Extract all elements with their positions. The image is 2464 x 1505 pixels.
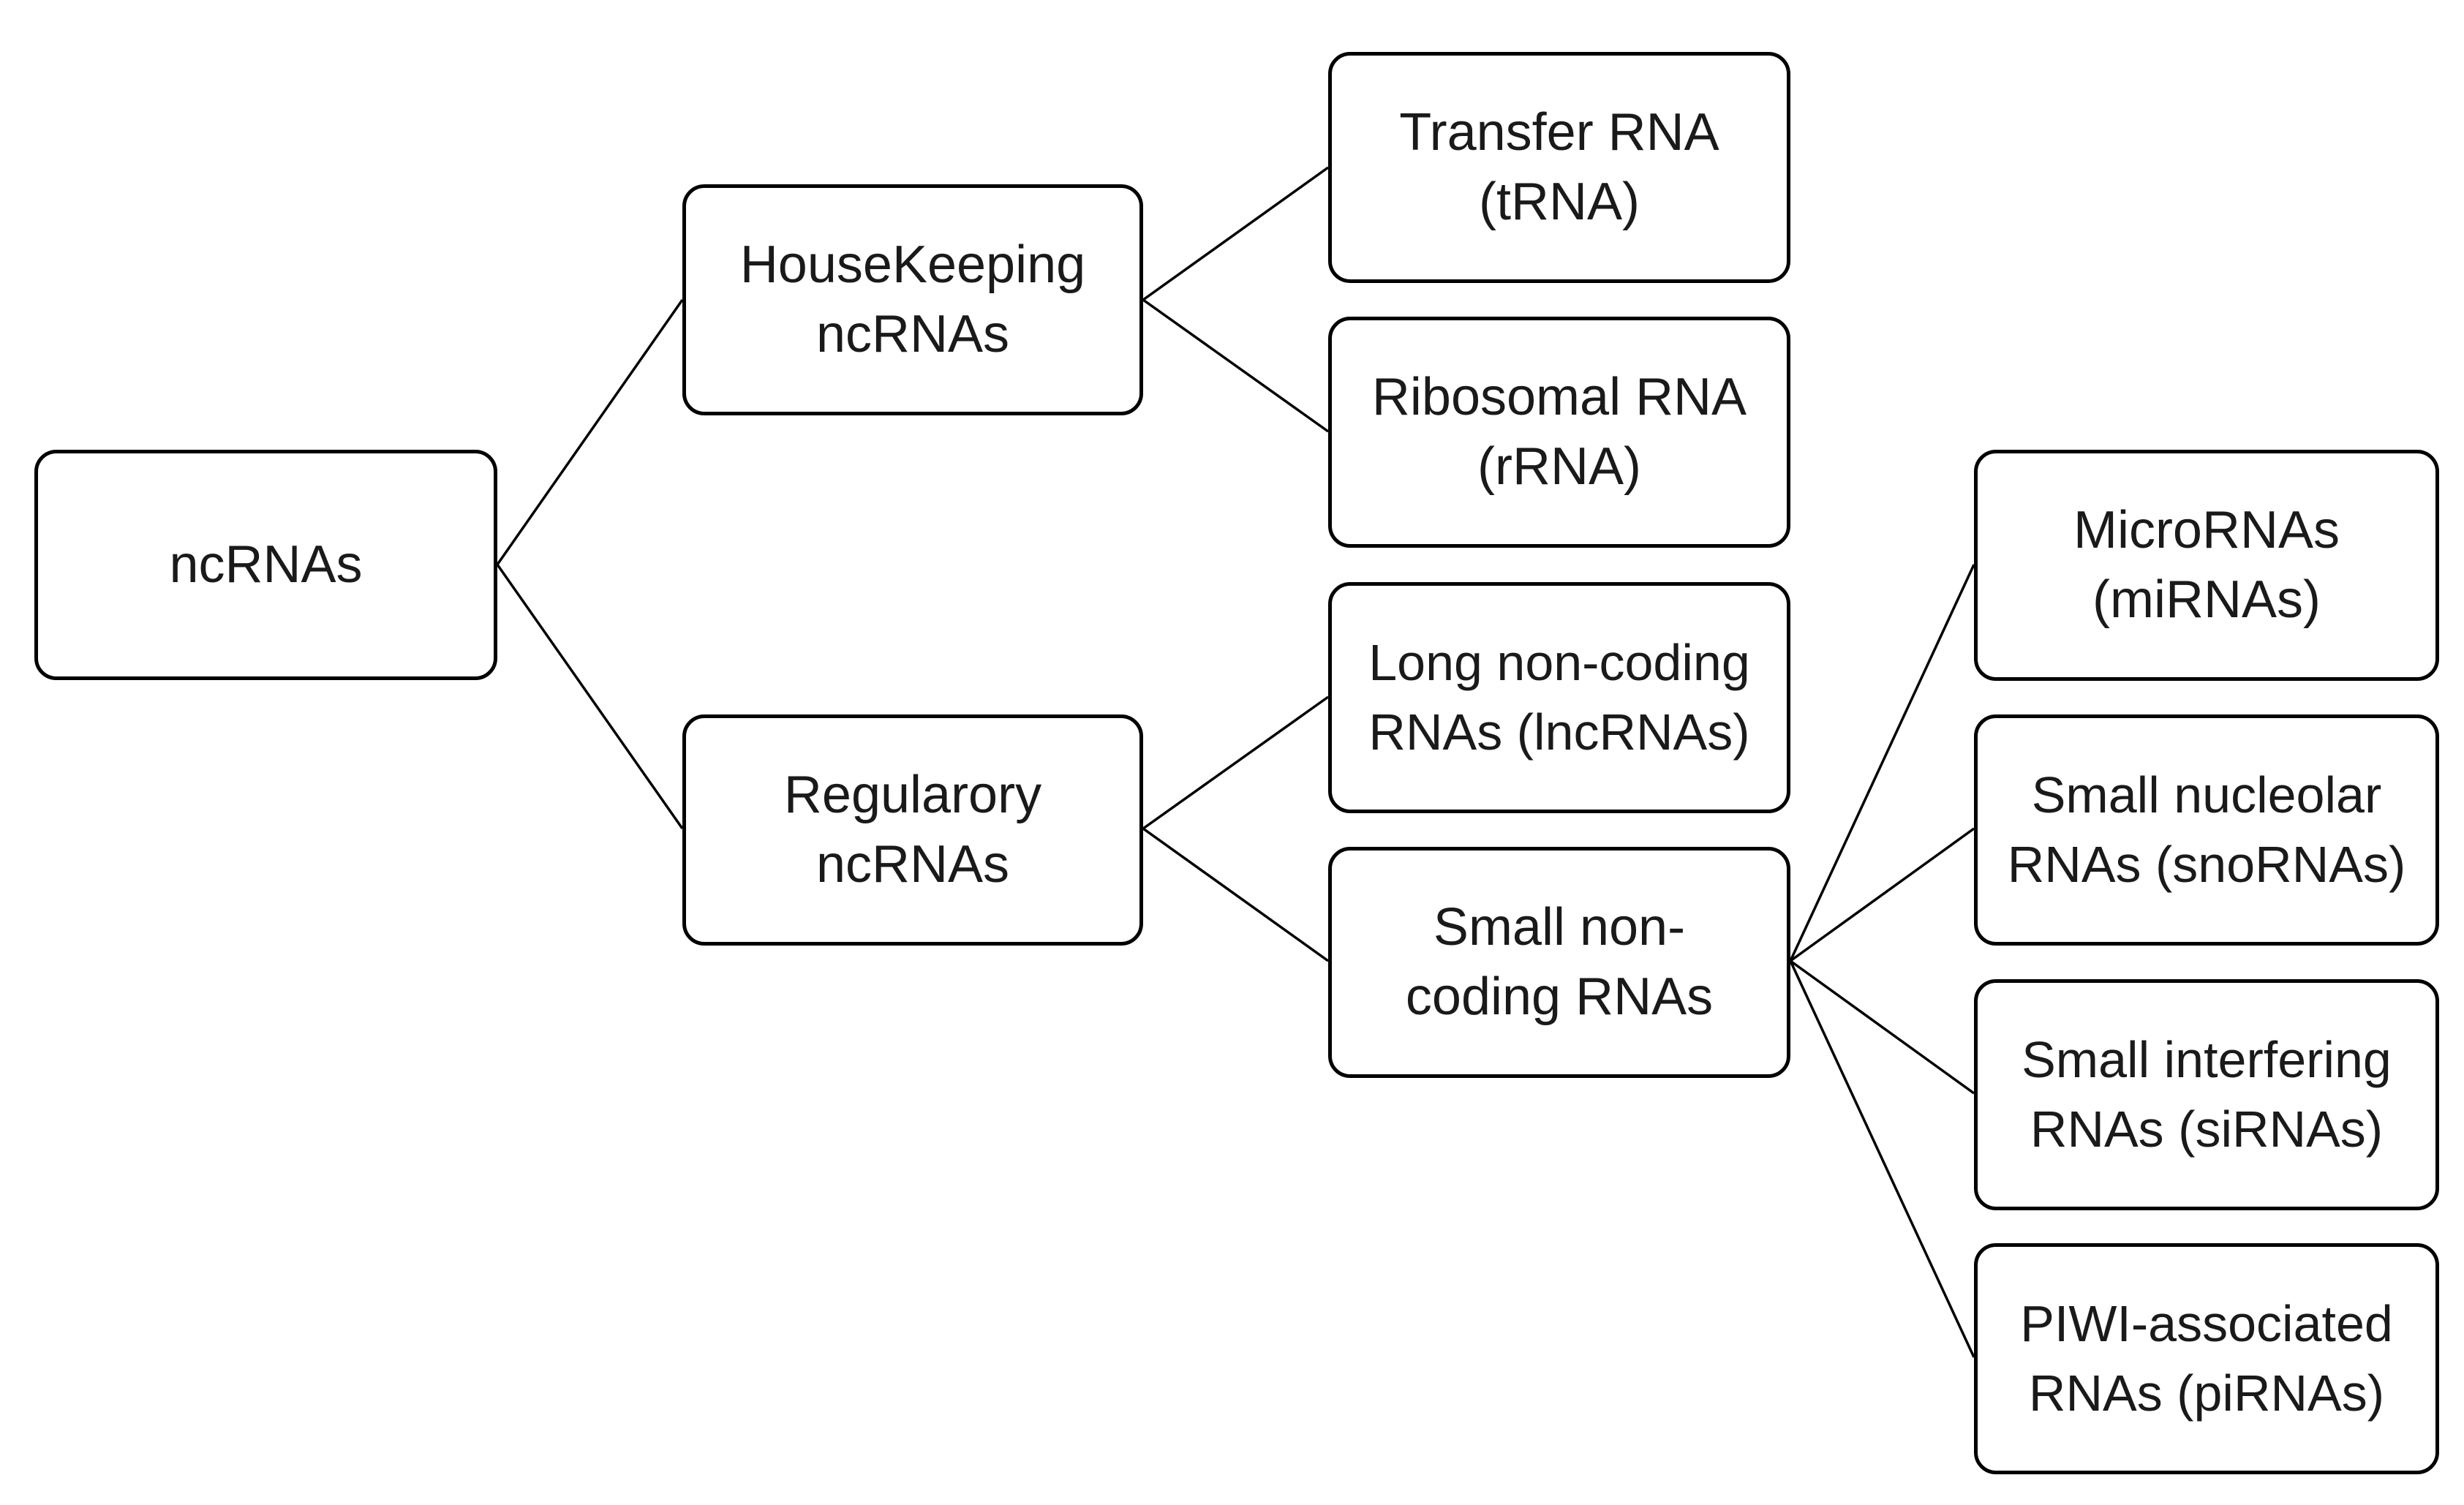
node-housekeeping-ncrnas: HouseKeeping ncRNAs: [682, 184, 1143, 415]
node-long-noncoding-rnas: Long non-coding RNAs (lncRNAs): [1328, 582, 1790, 813]
node-ribosomal-rna: Ribosomal RNA (rRNA): [1328, 317, 1790, 548]
node-rrna-label-line2: (rRNA): [1477, 437, 1641, 496]
node-pirna-label-line2: RNAs (piRNAs): [2028, 1365, 2385, 1422]
connector-regulatory-sncrna: [1142, 827, 1330, 962]
connector-root-regulatory: [496, 563, 684, 830]
node-regulatory-ncrnas: Regularory ncRNAs: [682, 714, 1143, 946]
connector-housekeeping-trna: [1142, 166, 1330, 301]
node-mirna-label-line2: (miRNAs): [2092, 570, 2321, 629]
connector-housekeeping-rrna: [1142, 298, 1330, 433]
node-ncrnas: ncRNAs: [34, 450, 497, 680]
node-trna-label-line1: Transfer RNA: [1399, 103, 1719, 162]
node-sirna-label-line2: RNAs (siRNAs): [2030, 1101, 2384, 1158]
node-ncrnas-label: ncRNAs: [169, 535, 363, 594]
node-sirna-label-line1: Small interfering: [2022, 1031, 2392, 1088]
node-snorna-label-line2: RNAs (snoRNAs): [2007, 836, 2406, 893]
connector-sncrna-mirna: [1789, 564, 1975, 962]
connector-sncrna-snorna: [1789, 827, 1975, 962]
node-regulatory-label-line2: ncRNAs: [815, 835, 1010, 894]
connector-regulatory-lncrna: [1142, 695, 1330, 830]
node-pirna-label-line1: PIWI-associated: [2020, 1295, 2393, 1352]
node-small-noncoding-rnas: Small non- coding RNAs: [1328, 847, 1790, 1078]
node-rrna-label-line1: Ribosomal RNA: [1371, 368, 1747, 426]
node-lncrna-label-line2: RNAs (lncRNAs): [1368, 704, 1750, 761]
node-micrornas: MicroRNAs (miRNAs): [1974, 450, 2439, 681]
node-mirna-label-line1: MicroRNAs: [2073, 501, 2340, 559]
connector-sncrna-sirna: [1789, 959, 1975, 1095]
node-regulatory-label-line1: Regularory: [783, 766, 1042, 824]
node-trna-label-line2: (tRNA): [1479, 173, 1640, 231]
node-transfer-rna: Transfer RNA (tRNA): [1328, 52, 1790, 283]
node-piwi-associated-rnas: PIWI-associated RNAs (piRNAs): [1974, 1243, 2439, 1474]
node-sncrna-label-line1: Small non-: [1433, 898, 1686, 957]
node-lncrna-label-line1: Long non-coding: [1368, 634, 1750, 691]
node-snorna-label-line1: Small nucleolar: [2031, 766, 2382, 823]
node-small-nucleolar-rnas: Small nucleolar RNAs (snoRNAs): [1974, 714, 2439, 946]
node-sncrna-label-line2: coding RNAs: [1405, 968, 1714, 1026]
node-housekeeping-label-line1: HouseKeeping: [739, 235, 1086, 294]
connector-root-housekeeping: [496, 298, 684, 566]
node-housekeeping-label-line2: ncRNAs: [815, 305, 1010, 363]
connector-sncrna-pirna: [1789, 960, 1975, 1358]
node-small-interfering-rnas: Small interfering RNAs (siRNAs): [1974, 979, 2439, 1210]
